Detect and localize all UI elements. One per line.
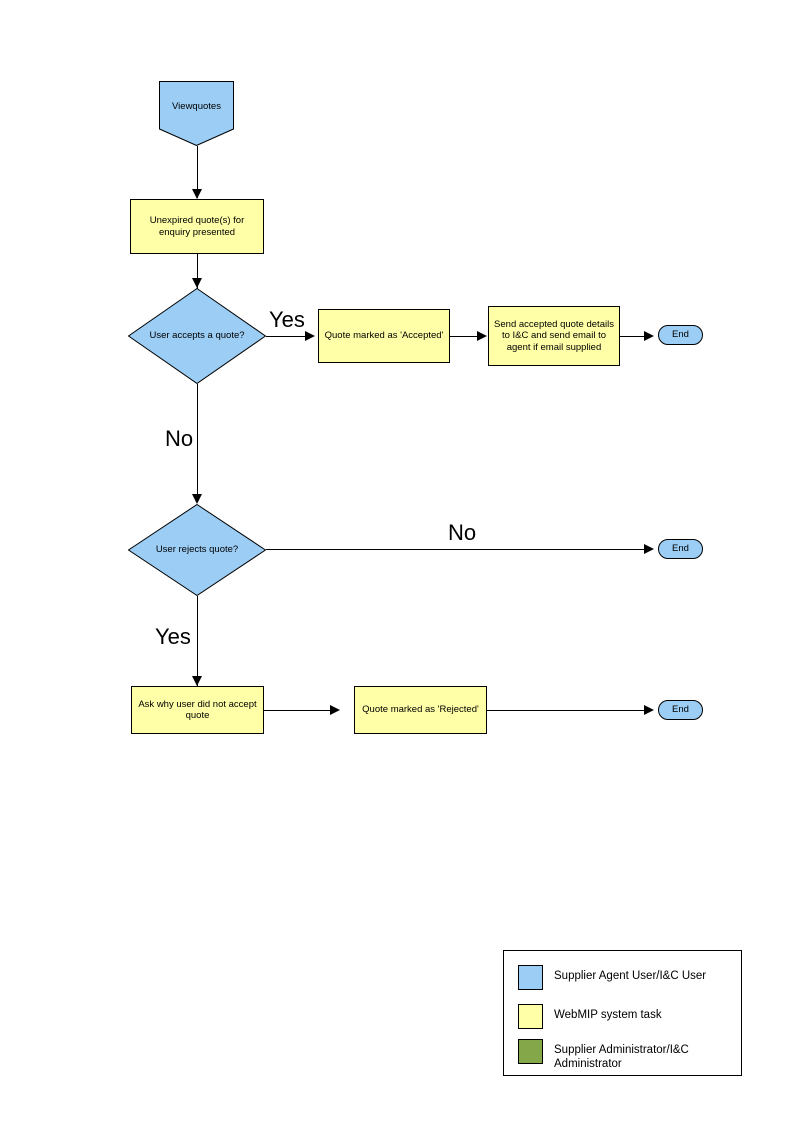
node-unexpired-quotes-label: Unexpired quote(s) for enquiry presented <box>149 215 245 238</box>
arrowhead-down-accepts <box>192 278 202 288</box>
node-unexpired-quotes[interactable]: Unexpired quote(s) for enquiry presented <box>130 199 264 254</box>
branch-label-rejects-no: No <box>448 520 477 545</box>
arrowhead-right-end-rejected <box>644 705 654 715</box>
node-start-viewquotes[interactable]: Viewquotes <box>159 81 234 146</box>
legend-box: Supplier Agent User/I&C User WebMIP syst… <box>503 950 742 1076</box>
connector-accepted-to-send <box>450 336 479 337</box>
branch-label-rejects-yes: Yes <box>155 624 191 649</box>
arrowhead-down-ask-why <box>192 676 202 686</box>
node-quote-marked-rejected-label: Quote marked as 'Rejected' <box>362 704 479 716</box>
arrowhead-right-marked-accepted <box>305 331 315 341</box>
node-end-accepted[interactable]: End <box>658 325 703 345</box>
node-end-no-reject[interactable]: End <box>658 539 703 559</box>
legend-item-webmip-system-task: WebMIP system task <box>518 1004 662 1029</box>
node-decision-user-rejects[interactable]: User rejects quote? <box>128 504 266 596</box>
node-end-no-reject-label: End <box>672 543 689 555</box>
legend-label-supplier-administrator: Supplier Administrator/I&C Administrator <box>554 1044 689 1071</box>
branch-label-accepts-no: No <box>165 426 194 451</box>
node-decision-user-accepts[interactable]: User accepts a quote? <box>128 288 266 384</box>
node-end-rejected-label: End <box>672 704 689 716</box>
connector-start-to-unexpired <box>197 146 198 198</box>
legend-item-supplier-agent-user: Supplier Agent User/I&C User <box>518 965 706 990</box>
arrowhead-right-end-accepted <box>644 331 654 341</box>
node-start-label: Viewquotes <box>172 100 221 112</box>
connector-send-to-end <box>620 336 646 337</box>
node-end-rejected[interactable]: End <box>658 700 703 720</box>
arrowhead-right-end-no-reject <box>644 544 654 554</box>
node-end-accepted-label: End <box>672 329 689 341</box>
legend-item-supplier-administrator: Supplier Administrator/I&C Administrator <box>518 1039 689 1072</box>
diamond-shape-icon <box>128 504 266 596</box>
node-send-accepted-details-label: Send accepted quote details to I&C and s… <box>494 319 614 353</box>
connector-rejects-yes <box>197 596 198 686</box>
pentagon-shape-icon <box>159 81 234 146</box>
legend-swatch-blue <box>518 965 543 990</box>
legend-label-webmip-system-task: WebMIP system task <box>554 1009 662 1021</box>
legend-swatch-green <box>518 1039 543 1064</box>
node-ask-why[interactable]: Ask why user did not accept quote <box>131 686 264 734</box>
connector-rejected-to-end <box>487 710 646 711</box>
arrowhead-right-marked-rejected <box>330 705 340 715</box>
connector-accepts-no <box>197 384 198 501</box>
arrowhead-right-send-details <box>477 331 487 341</box>
node-quote-marked-accepted[interactable]: Quote marked as 'Accepted' <box>318 309 450 363</box>
node-quote-marked-rejected[interactable]: Quote marked as 'Rejected' <box>354 686 487 734</box>
connector-unexpired-to-accepts <box>197 254 198 289</box>
connector-ask-why-to-rejected <box>264 710 332 711</box>
arrowhead-down-unexpired <box>192 189 202 199</box>
connector-rejects-no <box>266 549 646 550</box>
connector-accepts-yes <box>266 336 308 337</box>
arrowhead-down-rejects <box>192 494 202 504</box>
node-ask-why-label: Ask why user did not accept quote <box>138 698 257 721</box>
legend-swatch-yellow <box>518 1004 543 1029</box>
branch-label-accepts-yes: Yes <box>269 307 305 332</box>
legend-label-supplier-agent-user: Supplier Agent User/I&C User <box>554 970 707 982</box>
diamond-shape-icon <box>128 288 266 384</box>
node-quote-marked-accepted-label: Quote marked as 'Accepted' <box>324 330 444 342</box>
node-send-accepted-details[interactable]: Send accepted quote details to I&C and s… <box>488 306 620 366</box>
